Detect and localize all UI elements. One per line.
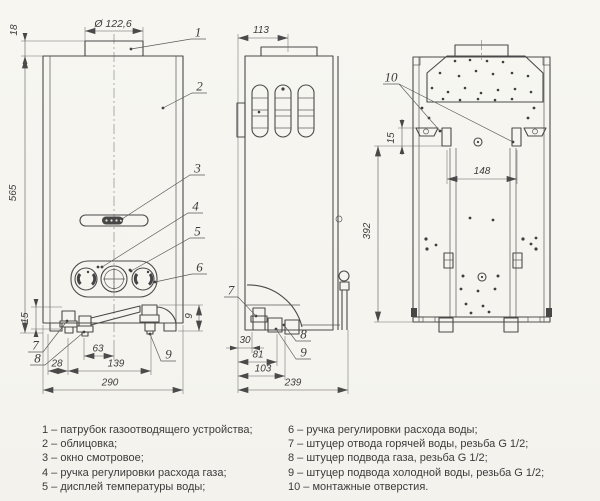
dim-28-139: 28 139 xyxy=(47,334,152,375)
front-casing xyxy=(42,55,184,324)
legend-column-left: 1 – патрубок газоотводящего устройства; … xyxy=(42,423,253,494)
plate-holes xyxy=(430,58,533,102)
callout-7-side: 7 xyxy=(228,283,235,298)
callout-9-side: 9 xyxy=(300,345,307,360)
legend-item: 6 – ручка регулировки расхода воды; xyxy=(288,424,478,436)
dim-239: 239 xyxy=(237,330,349,394)
side-casing xyxy=(244,55,334,331)
side-edge-tab xyxy=(335,215,343,223)
mounting-plate xyxy=(426,55,544,103)
dim-392: 392 xyxy=(362,145,413,323)
back-mid-details xyxy=(424,216,538,315)
control-panel xyxy=(70,260,158,298)
back-center-hole xyxy=(473,137,483,147)
front-callouts: 1 2 3 4 5 6 7 8 9 xyxy=(28,25,207,366)
legend-item: 9 – штуцер подвода холодной воды, резьба… xyxy=(288,466,545,479)
dim-239-label: 239 xyxy=(284,378,302,389)
back-bottom xyxy=(411,308,552,333)
dim-565-label: 565 xyxy=(8,184,19,201)
legend-column-right: 6 – ручка регулировки расхода воды; 7 – … xyxy=(288,423,544,494)
dim-flue-height: 18 xyxy=(9,24,85,64)
dim-103-label: 103 xyxy=(255,364,272,375)
callout-3: 3 xyxy=(193,161,201,176)
dim-15-back: 15 xyxy=(374,119,442,155)
window-bump-side xyxy=(236,102,246,138)
dim-18-label: 18 xyxy=(9,24,20,36)
legend-item: 2 – облицовка; xyxy=(42,438,118,451)
callout-8-side: 8 xyxy=(300,327,307,342)
legend-item: 3 – окно смотровое; xyxy=(42,452,144,465)
side-callouts: 7 8 9 xyxy=(224,283,311,360)
callout-5: 5 xyxy=(194,224,201,239)
dim-148-label: 148 xyxy=(474,166,491,177)
side-valve-assembly xyxy=(245,270,350,335)
dim-30-label: 30 xyxy=(239,335,251,346)
dim-290: 290 xyxy=(42,325,184,394)
callout-2: 2 xyxy=(196,79,203,94)
back-view: 15 148 392 10 xyxy=(362,40,552,333)
dim-height-565: 565 xyxy=(8,57,43,334)
dim-139-label: 139 xyxy=(108,359,125,370)
dim-103: 103 xyxy=(237,336,286,380)
callout-9-front: 9 xyxy=(165,347,172,362)
legend-item: 10 – монтажные отверстия. xyxy=(288,480,429,493)
callout-6: 6 xyxy=(196,260,203,275)
front-view: Ø 122,6 18 565 15 xyxy=(8,18,207,394)
mounting-slot-left xyxy=(441,127,452,147)
vent-slots xyxy=(251,84,315,138)
dim-15-front: 15 xyxy=(20,299,62,337)
dim-63-label: 63 xyxy=(92,344,104,355)
dim-290-label: 290 xyxy=(101,378,119,389)
dim-113-label: 113 xyxy=(253,25,269,36)
callout-8-front: 8 xyxy=(34,351,41,366)
gas-knob xyxy=(74,267,98,291)
back-callouts: 10 xyxy=(383,70,515,144)
dim-81: 81 xyxy=(237,334,278,366)
callout-4: 4 xyxy=(192,199,199,214)
dim-81-label: 81 xyxy=(252,350,263,361)
dim-28-label: 28 xyxy=(50,359,63,370)
callout-10: 10 xyxy=(385,70,399,85)
dim-flue-diameter-label: Ø 122,6 xyxy=(93,18,132,30)
legend-item: 4 – ручка регулировки расхода газа; xyxy=(42,466,227,479)
panel-mark xyxy=(96,265,100,269)
mounting-brackets xyxy=(415,106,547,147)
back-casing xyxy=(412,56,551,323)
callout-7-front: 7 xyxy=(32,338,39,353)
dim-148: 148 xyxy=(446,150,518,184)
dim-113: 113 xyxy=(237,25,289,393)
dim-flue-diameter: Ø 122,6 xyxy=(84,18,144,41)
dim-392-label: 392 xyxy=(362,222,373,239)
flue-collar-side xyxy=(260,46,318,57)
callout-1: 1 xyxy=(195,25,202,40)
side-view: 113 30 81 103 239 xyxy=(224,25,350,394)
legend-item: 5 – дисплей температуры воды; xyxy=(42,480,206,493)
temperature-display xyxy=(100,265,128,293)
dim-9-label: 9 xyxy=(184,313,195,319)
dim-9-front: 9 xyxy=(159,304,203,332)
mounting-slot-right xyxy=(511,127,522,147)
dim-15-back-label: 15 xyxy=(386,132,397,144)
dim-30: 30 xyxy=(226,332,264,353)
legend-item: 8 – штуцер подвода газа, резьба G 1/2; xyxy=(288,452,488,465)
water-knob xyxy=(131,267,155,291)
viewing-window xyxy=(79,214,149,227)
dim-15-label: 15 xyxy=(20,312,31,324)
dim-63: 63 xyxy=(83,338,115,360)
technical-drawing: Ø 122,6 18 565 15 xyxy=(8,18,552,394)
legend-item: 1 – патрубок газоотводящего устройства; xyxy=(42,424,253,436)
legend-item: 7 – штуцер отвода горячей воды, резьба G… xyxy=(288,438,529,451)
front-valve-assembly xyxy=(49,304,177,337)
